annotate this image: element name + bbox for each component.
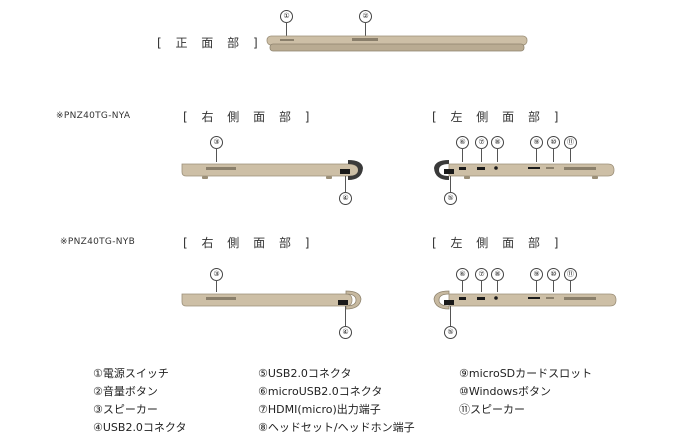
leader-10-left-a [553, 148, 554, 162]
callout-8-left-b: ⑧ [491, 268, 504, 281]
leader-8-left-b [497, 280, 498, 292]
callout-5-left-a: ⑤ [444, 192, 457, 205]
leader-8-left-a [497, 148, 498, 162]
model-label-a: ※PNZ40TG-NYA [56, 111, 131, 121]
leader-10-left-b [553, 280, 554, 292]
legend-item-hdmi-output: ⑦HDMI(micro)出力端子 [258, 403, 381, 416]
heading-left-side-a: [ 左 側 面 部 ] [432, 110, 564, 124]
leader-9-left-b [536, 280, 537, 292]
leader-5-left-a [450, 176, 451, 192]
device-left-side-b [433, 290, 617, 310]
callout-11-left-a: ⑪ [564, 136, 577, 149]
heading-right-side-a: [ 右 側 面 部 ] [183, 110, 315, 124]
device-front-view [266, 35, 528, 52]
legend-item-usb-connector-5: ⑤USB2.0コネクタ [258, 367, 352, 380]
callout-4-right-a: ④ [339, 192, 352, 205]
model-label-b: ※PNZ40TG-NYB [60, 237, 136, 247]
legend-item-microusb-connector: ⑥microUSB2.0コネクタ [258, 385, 383, 398]
callout-6-left-b: ⑥ [456, 268, 469, 281]
leader-2-front [365, 22, 366, 36]
leader-9-left-a [536, 148, 537, 162]
callout-5-left-b: ⑤ [444, 326, 457, 339]
legend-item-windows-button: ⑩Windowsボタン [459, 385, 551, 398]
leader-4-right-a [345, 176, 346, 192]
callout-4-right-b: ④ [339, 326, 352, 339]
legend-item-speaker-11: ⑪スピーカー [459, 403, 525, 416]
legend-item-volume-button: ②音量ボタン [93, 385, 158, 398]
leader-7-left-a [481, 148, 482, 162]
callout-2-front: ② [359, 10, 372, 23]
heading-left-side-b: [ 左 側 面 部 ] [432, 236, 564, 250]
leader-1-front [286, 22, 287, 36]
legend-item-speaker: ③スピーカー [93, 403, 158, 416]
device-right-side-b [181, 290, 362, 310]
heading-front: [ 正 面 部 ] [157, 36, 263, 50]
leader-6-left-b [462, 280, 463, 292]
leader-7-left-b [481, 280, 482, 292]
legend-item-usb-connector-4: ④USB2.0コネクタ [93, 421, 187, 434]
legend-item-microsd-slot: ⑨microSDカードスロット [459, 367, 593, 380]
leader-11-left-a [570, 148, 571, 162]
heading-right-side-b: [ 右 側 面 部 ] [183, 236, 315, 250]
leader-4-right-b [345, 306, 346, 326]
leader-11-left-b [570, 280, 571, 292]
device-right-side-a [181, 160, 363, 180]
leader-3-right-a [216, 148, 217, 162]
legend-item-headset-jack: ⑧ヘッドセット/ヘッドホン端子 [258, 421, 415, 434]
device-left-side-a [434, 160, 615, 180]
legend-item-power-switch: ①電源スイッチ [93, 367, 169, 380]
leader-3-right-b [216, 280, 217, 292]
leader-6-left-a [462, 148, 463, 162]
leader-5-left-b [450, 306, 451, 326]
